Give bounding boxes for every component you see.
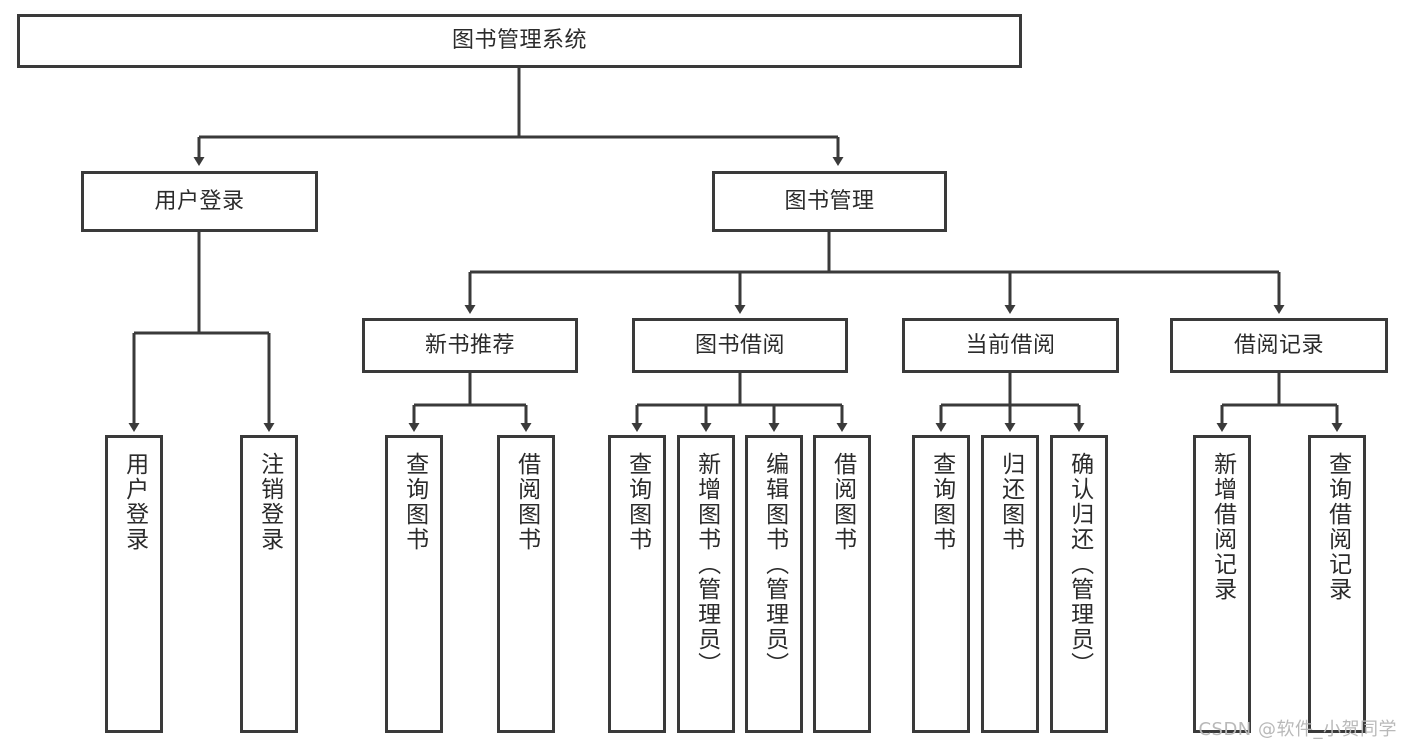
node-label: 新增借阅记录	[1209, 452, 1236, 602]
node-new-book-recommend[interactable]: 新书推荐	[362, 318, 578, 373]
leaf-query-borrow-record[interactable]: 查询借阅记录	[1308, 435, 1366, 733]
node-label: 查询借阅记录	[1324, 452, 1351, 602]
node-label: 用户登录	[121, 452, 148, 552]
leaf-return-book[interactable]: 归还图书	[981, 435, 1039, 733]
node-label: 新书推荐	[424, 332, 515, 358]
node-label: 编辑图书（管理员）	[761, 452, 788, 677]
node-label: 图书借阅	[694, 332, 785, 358]
node-root-system[interactable]: 图书管理系统	[17, 14, 1022, 68]
leaf-user-login[interactable]: 用户登录	[105, 435, 163, 733]
node-label: 借阅图书	[513, 452, 540, 552]
node-book-borrow[interactable]: 图书借阅	[632, 318, 848, 373]
node-user-login[interactable]: 用户登录	[81, 171, 318, 232]
node-label: 新增图书（管理员）	[693, 452, 720, 677]
node-borrow-record[interactable]: 借阅记录	[1170, 318, 1388, 373]
node-label: 用户登录	[154, 188, 245, 214]
leaf-edit-book-admin[interactable]: 编辑图书（管理员）	[745, 435, 803, 733]
leaf-query-book-recommend[interactable]: 查询图书	[385, 435, 443, 733]
node-label: 图书管理	[784, 188, 875, 214]
node-current-borrow[interactable]: 当前借阅	[902, 318, 1119, 373]
node-label: 查询图书	[928, 452, 955, 552]
node-label: 当前借阅	[965, 332, 1056, 358]
leaf-add-borrow-record[interactable]: 新增借阅记录	[1193, 435, 1251, 733]
node-label: 查询图书	[401, 452, 428, 552]
node-label: 查询图书	[624, 452, 651, 552]
leaf-query-book-current[interactable]: 查询图书	[912, 435, 970, 733]
node-label: 确认归还（管理员）	[1066, 452, 1093, 677]
leaf-logout[interactable]: 注销登录	[240, 435, 298, 733]
leaf-confirm-return-admin[interactable]: 确认归还（管理员）	[1050, 435, 1108, 733]
node-label: 借阅图书	[829, 452, 856, 552]
leaf-borrow-book-recommend[interactable]: 借阅图书	[497, 435, 555, 733]
node-label: 图书管理系统	[451, 28, 587, 54]
node-book-management[interactable]: 图书管理	[712, 171, 947, 232]
csdn-watermark: CSDN @软件_小贺同学	[1198, 719, 1397, 740]
leaf-query-book-borrow[interactable]: 查询图书	[608, 435, 666, 733]
node-label: 注销登录	[256, 452, 283, 552]
leaf-borrow-book[interactable]: 借阅图书	[813, 435, 871, 733]
node-label: 借阅记录	[1233, 332, 1324, 358]
leaf-add-book-admin[interactable]: 新增图书（管理员）	[677, 435, 735, 733]
node-label: 归还图书	[997, 452, 1024, 552]
